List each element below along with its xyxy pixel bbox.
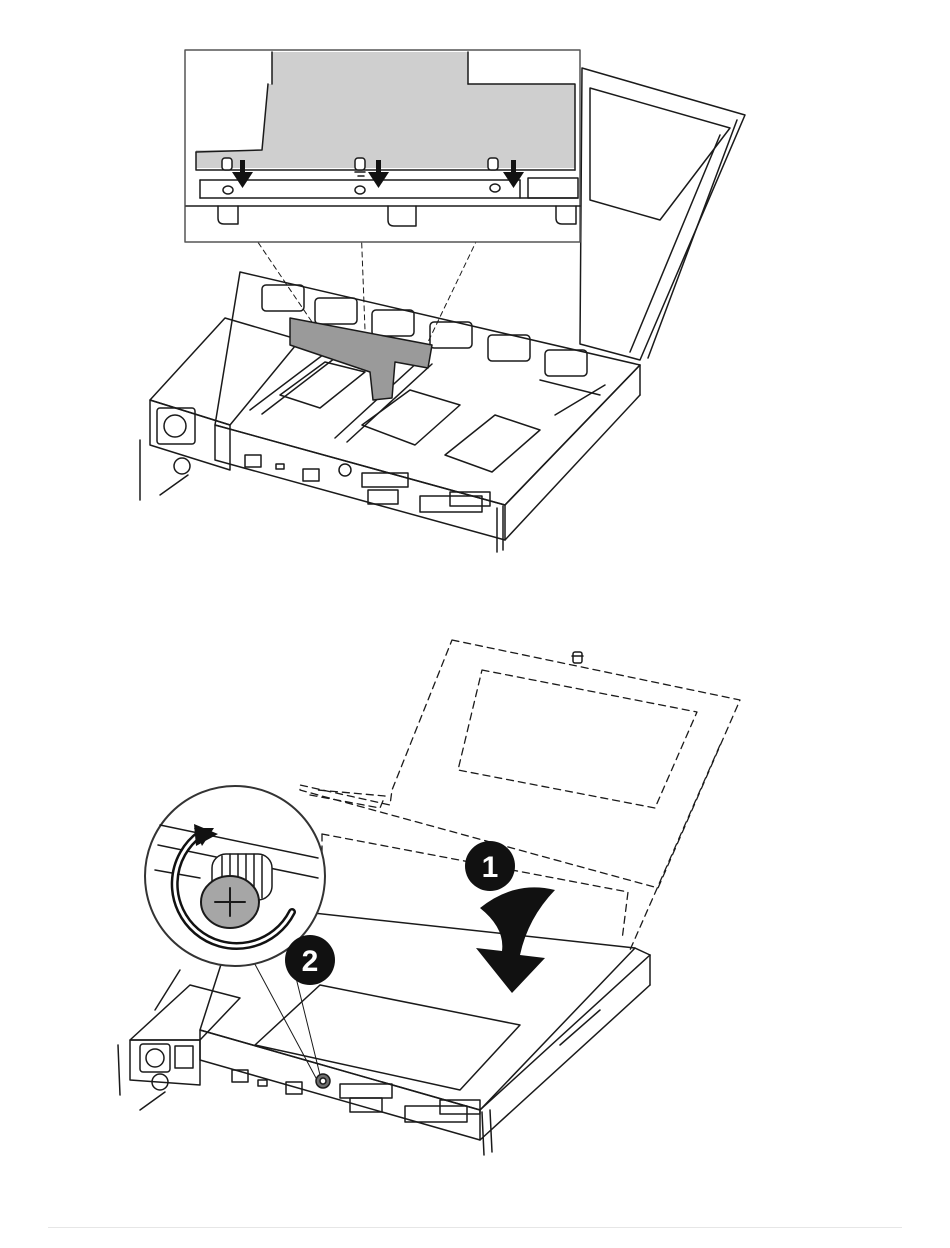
curved-arrow-icon — [476, 887, 555, 993]
open-controller-diagram — [140, 50, 745, 552]
footer-divider — [48, 1227, 902, 1228]
step-marker-1-label: 1 — [482, 851, 499, 884]
step-marker-1: 1 — [465, 841, 515, 891]
step-marker-2: 2 — [285, 935, 335, 985]
close-cover-diagram: 1 2 — [118, 640, 740, 1155]
riser-detail-inset — [185, 50, 580, 242]
chassis-body — [140, 272, 640, 552]
pcie-riser — [290, 318, 432, 400]
captive-thumbscrew — [316, 1074, 330, 1088]
step-marker-2-label: 2 — [302, 945, 319, 978]
raised-top-cover — [580, 68, 745, 360]
cover-thumbscrew — [572, 652, 583, 663]
